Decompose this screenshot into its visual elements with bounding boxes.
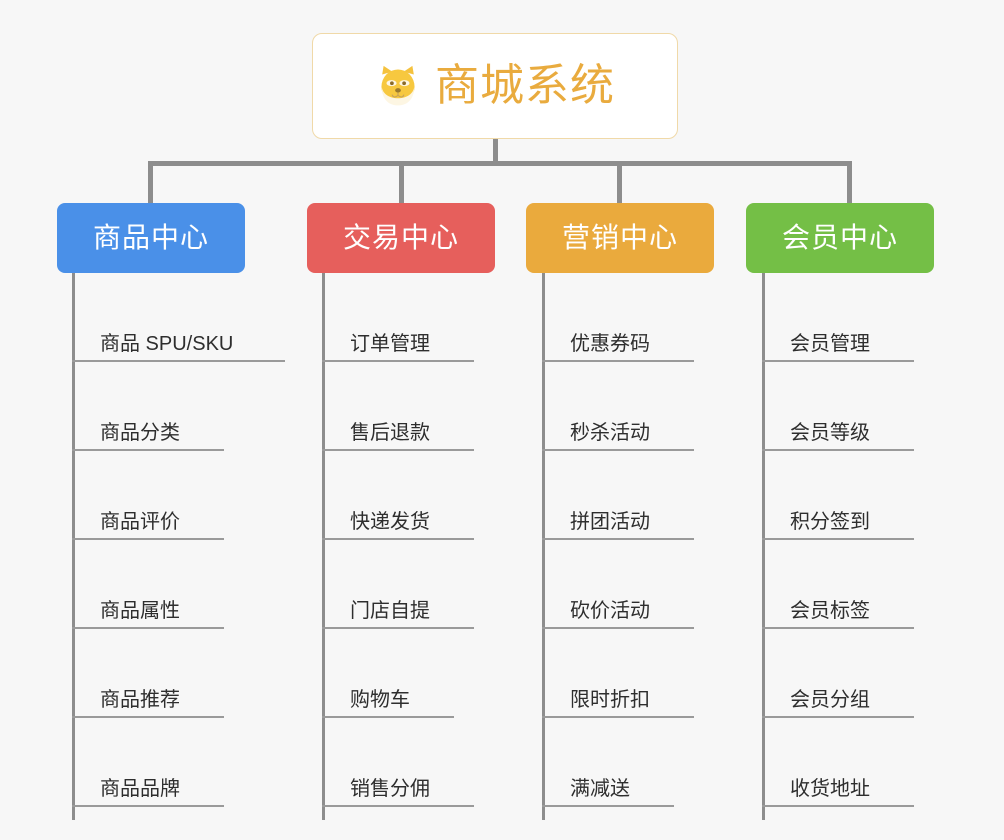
leaf-item-label: 砍价活动 [570,600,650,622]
leaf-item-label: 限时折扣 [570,689,650,711]
leaf-item[interactable]: 积分签到 [762,451,914,540]
leaf-item-label: 商品 SPU/SKU [100,333,234,355]
connector-drop-4 [847,161,852,206]
leaf-item-label: 销售分佣 [350,778,430,800]
leaf-item[interactable]: 商品 SPU/SKU [72,273,285,362]
dog-face-icon [375,63,421,109]
leaf-column-trade-center: 订单管理 售后退款 快递发货 门店自提 购物车 销售分佣 [311,273,501,823]
leaf-column-marketing-center: 优惠券码 秒杀活动 拼团活动 砍价活动 限时折扣 满减送 [531,273,721,823]
leaf-item[interactable]: 满减送 [542,718,674,807]
column-spine [322,273,325,820]
leaf-column-product-center: 商品 SPU/SKU 商品分类 商品评价 商品属性 商品推荐 商品品牌 [61,273,285,823]
connector-trunk [493,139,498,165]
leaf-item-label: 售后退款 [350,422,430,444]
leaf-item-label: 会员管理 [790,333,870,355]
connector-drop-2 [399,161,404,206]
connector-drop-3 [617,161,622,206]
column-spine [72,273,75,820]
branch-label: 商品中心 [92,222,209,253]
leaf-item[interactable]: 订单管理 [322,273,474,362]
leaf-item[interactable]: 会员管理 [762,273,914,362]
leaf-item-label: 会员等级 [790,422,870,444]
root-node-card[interactable]: 商城系统 [312,33,678,139]
leaf-item-label: 商品评价 [100,511,180,533]
leaf-item[interactable]: 砍价活动 [542,540,694,629]
branch-node-marketing-center[interactable]: 营销中心 [526,203,714,273]
leaf-item[interactable]: 商品品牌 [72,718,224,807]
leaf-item-label: 商品品牌 [100,778,180,800]
leaf-item[interactable]: 购物车 [322,629,454,718]
leaf-item[interactable]: 拼团活动 [542,451,694,540]
leaf-item-label: 商品推荐 [100,689,180,711]
leaf-item[interactable]: 收货地址 [762,718,914,807]
leaf-item-label: 会员分组 [790,689,870,711]
leaf-item[interactable]: 商品评价 [72,451,224,540]
connector-bus [148,161,852,166]
leaf-item[interactable]: 销售分佣 [322,718,474,807]
leaf-column-member-center: 会员管理 会员等级 积分签到 会员标签 会员分组 收货地址 [751,273,941,823]
leaf-item-label: 优惠券码 [570,333,650,355]
leaf-item[interactable]: 门店自提 [322,540,474,629]
connector-drop-1 [148,161,153,206]
leaf-item[interactable]: 商品属性 [72,540,224,629]
page-title: 商城系统 [435,61,615,110]
column-spine [542,273,545,820]
leaf-item-label: 商品属性 [100,600,180,622]
leaf-item-label: 快递发货 [350,511,430,533]
leaf-item-label: 门店自提 [350,600,430,622]
leaf-item-label: 积分签到 [790,511,870,533]
leaf-item-label: 满减送 [570,778,630,800]
branch-label: 会员中心 [781,222,898,253]
leaf-item-label: 会员标签 [790,600,870,622]
leaf-item[interactable]: 商品推荐 [72,629,224,718]
leaf-item-label: 拼团活动 [570,511,650,533]
leaf-item[interactable]: 会员分组 [762,629,914,718]
leaf-item[interactable]: 商品分类 [72,362,224,451]
leaf-item[interactable]: 售后退款 [322,362,474,451]
leaf-item-label: 秒杀活动 [570,422,650,444]
leaf-item-label: 订单管理 [350,333,430,355]
leaf-item-label: 购物车 [350,689,410,711]
leaf-item-label: 商品分类 [100,422,180,444]
branch-node-member-center[interactable]: 会员中心 [746,203,934,273]
leaf-item[interactable]: 优惠券码 [542,273,694,362]
branch-label: 交易中心 [342,222,459,253]
leaf-item-label: 收货地址 [790,778,870,800]
leaf-item[interactable]: 会员标签 [762,540,914,629]
leaf-item[interactable]: 秒杀活动 [542,362,694,451]
branch-label: 营销中心 [561,222,678,253]
branch-node-trade-center[interactable]: 交易中心 [307,203,495,273]
leaf-item[interactable]: 会员等级 [762,362,914,451]
leaf-item[interactable]: 限时折扣 [542,629,694,718]
leaf-item[interactable]: 快递发货 [322,451,474,540]
column-spine [762,273,765,820]
branch-node-product-center[interactable]: 商品中心 [57,203,245,273]
